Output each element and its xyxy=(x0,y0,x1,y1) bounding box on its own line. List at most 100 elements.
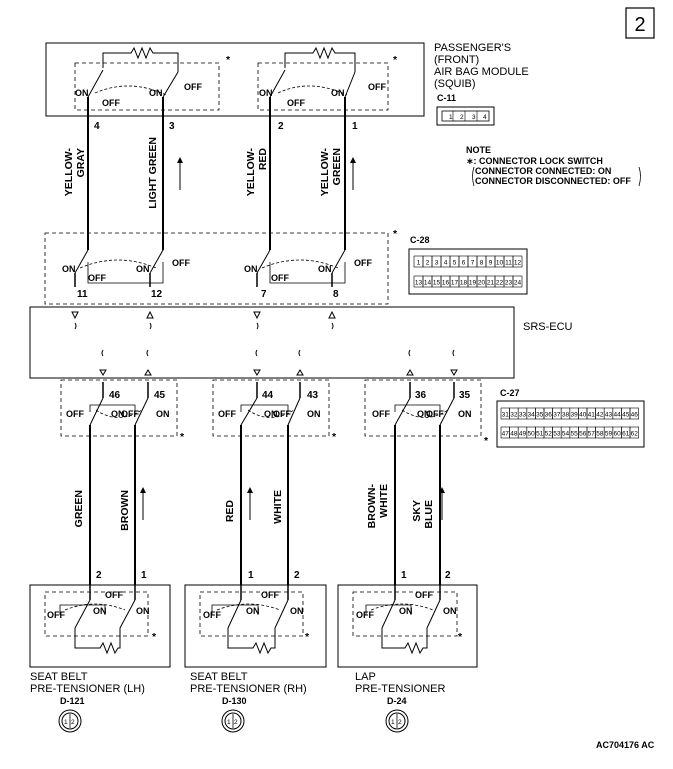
connector-pin-number: 51 xyxy=(536,431,544,438)
svg-text:OFF: OFF xyxy=(172,258,190,268)
svg-text:1: 1 xyxy=(64,719,68,726)
svg-text:OFF: OFF xyxy=(66,409,84,419)
connector-pin-number: 41 xyxy=(588,412,596,419)
connector-pin-number: 57 xyxy=(588,431,596,438)
connector-pin-number: 14 xyxy=(424,280,432,287)
ecu-pin-7: 7 xyxy=(261,289,267,300)
svg-text:OFF: OFF xyxy=(356,610,374,620)
svg-text:ON: ON xyxy=(259,88,273,98)
connector-pin-number: 58 xyxy=(596,431,604,438)
connector-d130-label: D-130 xyxy=(222,696,247,706)
passenger-airbag-module: * * ON OFF ON OFF ON OFF ON OFF PASSENGE… xyxy=(45,42,529,126)
connector-pin-number: 61 xyxy=(622,431,630,438)
svg-text:RED: RED xyxy=(257,148,269,171)
svg-text:AIR BAG MODULE: AIR BAG MODULE xyxy=(434,66,529,78)
svg-text:ON: ON xyxy=(149,88,163,98)
connector-c28-label: C-28 xyxy=(410,235,430,245)
pretensioner-lh-title: SEAT BELT xyxy=(30,671,88,683)
wire-label-green: GREEN xyxy=(73,490,85,527)
connector-pin-number: 55 xyxy=(570,431,578,438)
svg-text:∗: CONNECTOR LOCK SWITCH: ∗: CONNECTOR LOCK SWITCH xyxy=(466,156,603,166)
svg-text:ON: ON xyxy=(136,264,150,274)
svg-text:2: 2 xyxy=(398,719,402,726)
svg-text:ON: ON xyxy=(399,606,413,616)
svg-text:ON: ON xyxy=(443,606,457,616)
connector-pin-number: 11 xyxy=(505,260,512,267)
svg-text:OFF: OFF xyxy=(287,98,305,108)
svg-text:OFF: OFF xyxy=(372,409,390,419)
svg-text:2: 2 xyxy=(445,570,451,581)
svg-text:OFF: OFF xyxy=(184,82,202,92)
svg-text:2: 2 xyxy=(460,114,464,121)
connector-pin-number: 4 xyxy=(444,260,448,267)
svg-text:NOTE: NOTE xyxy=(466,145,491,155)
connector-pin-number: 50 xyxy=(527,431,535,438)
connector-pin-number: 38 xyxy=(562,412,570,419)
top-wires: 4 3 2 1 YELLOW- GRAY LIGHT GREEN YELLOW-… xyxy=(63,97,358,250)
connector-pin-number: 13 xyxy=(415,280,423,287)
svg-text:PRE-TENSIONER (RH): PRE-TENSIONER (RH) xyxy=(190,683,307,695)
svg-text:ON: ON xyxy=(111,409,125,419)
svg-text:*: * xyxy=(332,431,337,443)
plug-d24: 1 2 xyxy=(385,709,409,733)
pin-1: 1 xyxy=(352,121,358,132)
svg-text:ON: ON xyxy=(264,409,278,419)
svg-text:1: 1 xyxy=(227,719,231,726)
svg-text:GREEN: GREEN xyxy=(331,148,343,185)
connector-pin-number: 46 xyxy=(631,412,639,419)
svg-text:ON: ON xyxy=(417,409,431,419)
pretensioner-lh: 2 1 * OFF ON OFF ON SEAT BELT PRE-TENSIO… xyxy=(29,570,171,706)
connector-pin-number: 32 xyxy=(510,412,518,419)
svg-text:*: * xyxy=(305,631,310,643)
svg-text:*: * xyxy=(180,431,185,443)
connector-pin-number: 62 xyxy=(631,431,639,438)
connector-pin-number: 59 xyxy=(605,431,613,438)
pretensioner-rh-title: SEAT BELT xyxy=(190,671,248,683)
svg-text:2: 2 xyxy=(234,719,238,726)
ecu-pin-45: 45 xyxy=(154,390,166,401)
ecu-pin-43: 43 xyxy=(307,390,319,401)
connector-pin-cell xyxy=(629,426,639,439)
bottom-wires: GREEN BROWN RED WHITE BROWN- WHITE SKY B… xyxy=(73,425,445,585)
svg-text:ON: ON xyxy=(244,264,258,274)
pretensioner-rh: 1 2 * OFF ON OFF ON SEAT BELT PRE-TENSIO… xyxy=(184,570,327,706)
svg-text:2: 2 xyxy=(96,570,102,581)
connector-pin-number: 15 xyxy=(433,280,441,287)
connector-pin-number: 22 xyxy=(496,280,504,287)
connector-pin-cell xyxy=(629,407,639,420)
figure-code: AC704176 AC xyxy=(596,740,655,750)
svg-text:1: 1 xyxy=(248,570,254,581)
ecu-pin-8: 8 xyxy=(333,289,339,300)
svg-text:PRE-TENSIONER (LH): PRE-TENSIONER (LH) xyxy=(30,683,145,695)
connector-pin-number: 3 xyxy=(435,260,439,267)
connector-c27-label: C-27 xyxy=(500,388,520,398)
svg-text:OFF: OFF xyxy=(88,273,106,283)
connector-pin-number: 40 xyxy=(579,412,587,419)
ecu-pin-44: 44 xyxy=(262,390,274,401)
svg-text:OFF: OFF xyxy=(354,258,372,268)
note: NOTE ∗: CONNECTOR LOCK SWITCH CONNECTOR … xyxy=(466,145,641,187)
svg-text:*: * xyxy=(393,228,398,240)
ecu-pin-46: 46 xyxy=(109,390,121,401)
svg-text:ON: ON xyxy=(458,409,472,419)
connector-pin-number: 52 xyxy=(545,431,553,438)
connector-pin-number: 12 xyxy=(514,260,522,267)
svg-text:GRAY: GRAY xyxy=(75,148,87,177)
svg-text:ON: ON xyxy=(331,88,345,98)
connector-pin-number: 24 xyxy=(514,280,522,287)
svg-text:(SQUIB): (SQUIB) xyxy=(434,78,476,90)
pretensioner-lap: 1 2 * OFF ON OFF ON LAP PRE-TENSIONER D-… xyxy=(337,570,478,706)
connector-pin-number: 47 xyxy=(502,431,510,438)
wire-label-yellow-gray: YELLOW- xyxy=(63,148,75,197)
ecu-pin-36: 36 xyxy=(415,390,427,401)
connector-pin-number: 9 xyxy=(489,260,493,267)
svg-text:ON: ON xyxy=(318,264,332,274)
svg-text:PRE-TENSIONER: PRE-TENSIONER xyxy=(355,683,446,695)
svg-text:2: 2 xyxy=(294,570,300,581)
connector-pin-number: 16 xyxy=(442,280,450,287)
connector-pin-number: 1 xyxy=(417,260,421,267)
connector-pin-number: 8 xyxy=(480,260,484,267)
svg-text:CONNECTOR DISCONNECTED: OFF: CONNECTOR DISCONNECTED: OFF xyxy=(475,176,631,186)
